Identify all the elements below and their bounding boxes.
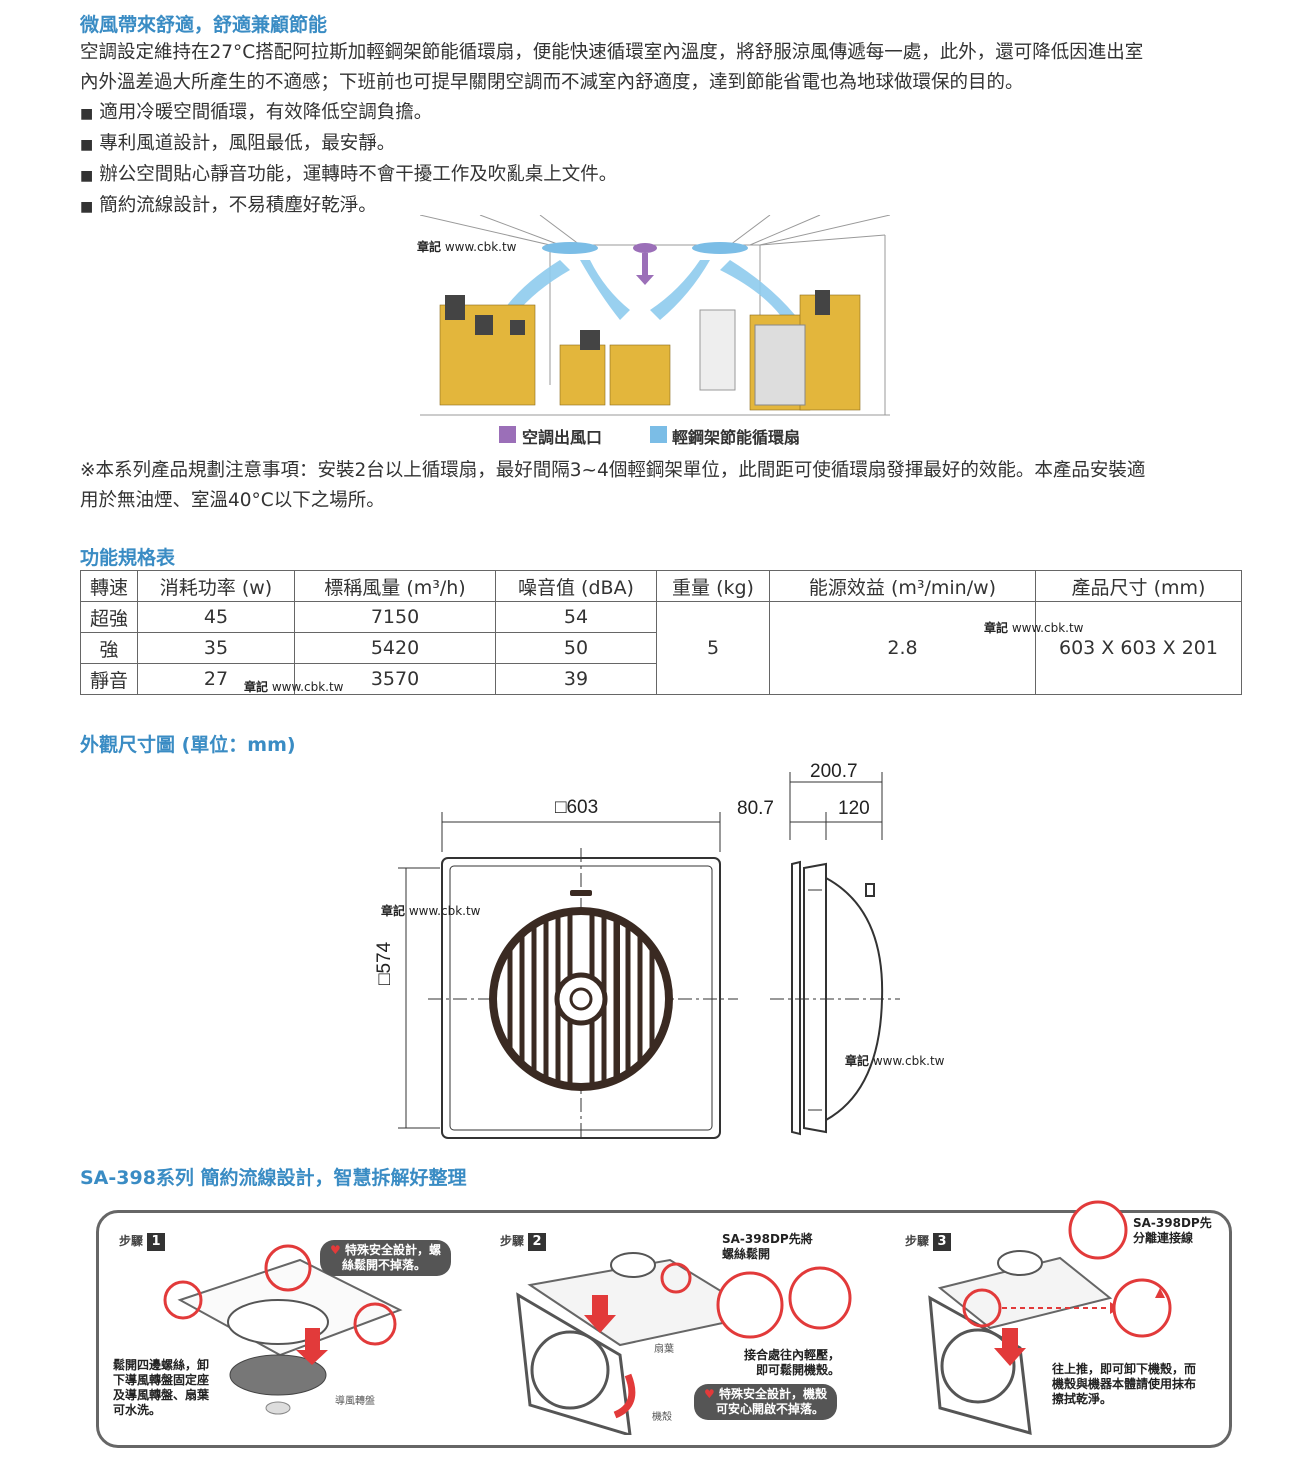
dimension-drawing [398,772,900,1140]
step-2-title: SA-398DP先將螺絲鬆開 [722,1232,813,1261]
flow-cell: 7150 [294,601,496,633]
flow-cell: 5420 [294,632,496,664]
dimension-title: 外觀尺寸圖 (單位：mm) [80,734,296,756]
power-cell: 35 [137,632,295,664]
intro-line-1: 空調設定維持在27°C搭配阿拉斯加輕鋼架節能循環扇，便能快速循環室內溫度，將舒服… [80,42,1144,63]
flow-cell: 3570 [294,663,496,695]
step-3-note: 往上推，即可卸下機殼，而機殼與機器本體請使用抹布 擦拭乾淨。 [1052,1362,1197,1406]
speed-cell: 靜音 [80,663,138,695]
watermark: 章記 www.cbk.tw [244,680,344,694]
depth-total-dimension: 200.7 [810,761,858,782]
spec-title: 功能規格表 [80,547,176,569]
step-3-title: SA-398DP先分離連接線 [1133,1216,1212,1245]
installation-notice: ※本系列產品規劃注意事項：安裝2台以上循環扇，最好間隔3~4個輕鋼架單位，此間距… [80,456,1260,516]
header-cell: 能源效益 (m³/min/w) [769,570,1036,602]
watermark: 章記 www.cbk.tw [381,904,481,918]
depth-front-dimension: 80.7 [737,798,774,819]
size-cell: 603 X 603 X 201 [1035,601,1242,695]
ac-legend-swatch [499,426,516,443]
heart-icon: ♥ [704,1387,715,1401]
header-cell: 重量 (kg) [656,570,770,602]
noise-cell: 50 [495,632,657,664]
width-dimension: □603 [555,797,599,818]
step-2-blade-label: 扇葉 [654,1344,674,1355]
step-1-part-label: 導風轉盤 [335,1396,375,1407]
table-header-row: 轉速 消耗功率 (w) 標稱風量 (m³/h) 噪音值 (dBA) 重量 (kg… [80,570,1242,602]
intro-line-2: 內外溫差過大所產生的不適感；下班前也可提早關閉空調而不減室內舒適度，達到節能省電… [80,72,1024,93]
notice-line-2: 用於無油煙、室溫40°C以下之場所。 [80,490,385,511]
power-cell: 27 [137,663,295,695]
step-2-safety-pill: ♥ 特殊安全設計，機殼 可安心開啟不掉落。 [694,1384,837,1420]
bullet-item: 簡約流線設計，不易積塵好乾淨。 [80,191,1260,222]
speed-cell: 強 [80,632,138,664]
header-cell: 噪音值 (dBA) [495,570,657,602]
noise-cell: 39 [495,663,657,695]
intro-paragraph: 空調設定維持在27°C搭配阿拉斯加輕鋼架節能循環扇，便能快速循環室內溫度，將舒服… [80,38,1260,222]
header-cell: 消耗功率 (w) [137,570,295,602]
step-1-note: 鬆開四邊螺絲，卸下導風轉盤固定座 及導風轉盤、扇葉可水洗。 [113,1358,210,1417]
step-2-housing-label: 機殼 [652,1412,672,1423]
step-1-illustration [163,1244,403,1415]
step-2-illustration [516,1252,852,1435]
weight-cell: 5 [656,601,770,695]
efficiency-cell: 2.8 [769,601,1036,695]
header-cell: 轉速 [80,570,138,602]
watermark: 章記 www.cbk.tw [417,240,517,254]
bullet-item: 適用冷暖空間循環，有效降低空調負擔。 [80,98,1260,129]
bullet-item: 專利風道設計，風阻最低，最安靜。 [80,129,1260,160]
step-1-safety-pill: ♥ 特殊安全設計，螺 絲鬆開不掉落。 [320,1240,451,1276]
heart-icon: ♥ [330,1243,341,1257]
table-row: 靜音 27 3570 39 [80,663,1242,695]
office-airflow-illustration [420,215,890,416]
header-cell: 產品尺寸 (mm) [1035,570,1242,602]
intro-title: 微風帶來舒適，舒適兼顧節能 [80,14,328,36]
noise-cell: 54 [495,601,657,633]
fan-legend-swatch [650,426,667,443]
watermark: 章記 www.cbk.tw [845,1054,945,1068]
watermark: 章記 www.cbk.tw [984,621,1084,635]
bullet-item: 辦公空間貼心靜音功能，運轉時不會干擾工作及吹亂桌上文件。 [80,160,1260,191]
speed-cell: 超強 [80,601,138,633]
power-cell: 45 [137,601,295,633]
depth-back-dimension: 120 [838,798,870,819]
step-2-note: 接合處往內輕壓，即可鬆開機殼。 [744,1348,841,1377]
ac-legend-label: 空調出風口 [522,428,603,447]
step-3-illustration [928,1200,1172,1436]
header-cell: 標稱風量 (m³/h) [294,570,496,602]
height-dimension: □574 [374,941,395,985]
notice-line-1: ※本系列產品規劃注意事項：安裝2台以上循環扇，最好間隔3~4個輕鋼架單位，此間距… [80,460,1146,481]
steps-title: SA-398系列 簡約流線設計，智慧拆解好整理 [80,1167,467,1189]
spec-table: 轉速 消耗功率 (w) 標稱風量 (m³/h) 噪音值 (dBA) 重量 (kg… [80,570,1242,695]
table-row: 強 35 5420 50 [80,632,1242,664]
fan-legend-label: 輕鋼架節能循環扇 [672,428,801,447]
